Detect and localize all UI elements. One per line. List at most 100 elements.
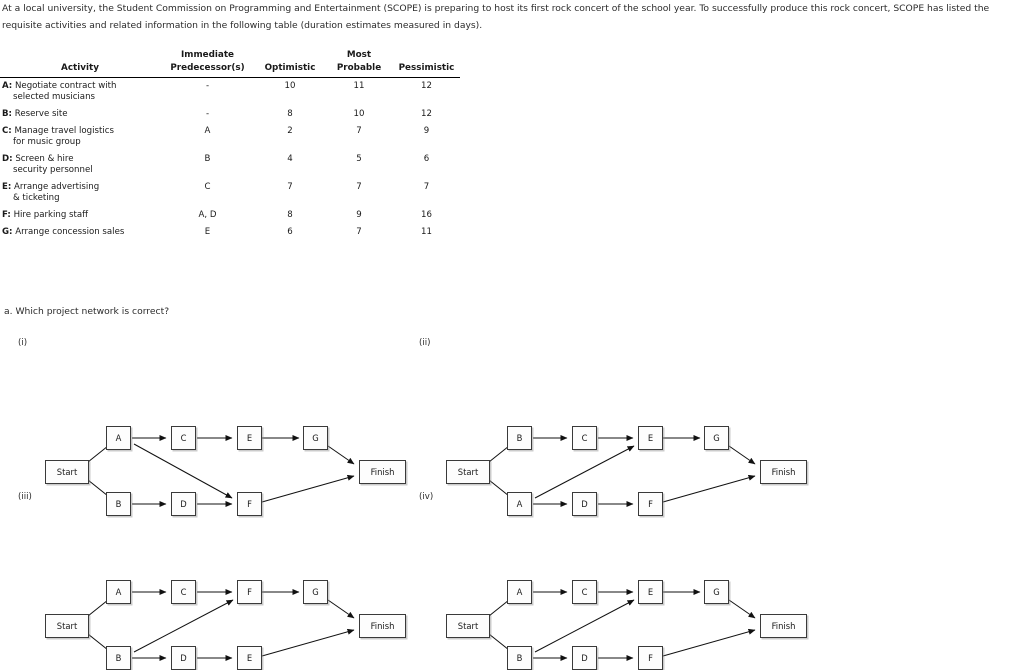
table-row: F: Hire parking staff A, D 8 9 16 <box>0 207 460 224</box>
option-iii-node-finish[interactable]: Finish <box>359 614 406 638</box>
option-i-node-c[interactable]: C <box>171 426 196 450</box>
activity-name-line2: for music group <box>13 137 81 147</box>
activity-code: D: <box>2 154 13 164</box>
option-iv-node-c[interactable]: C <box>572 580 597 604</box>
option-i-node-g[interactable]: G <box>303 426 328 450</box>
option-iii-node-b[interactable]: B <box>106 646 131 670</box>
option-iii-panel[interactable]: (iii) Start A C F G B D E Finish <box>14 492 434 670</box>
option-iv-node-g[interactable]: G <box>704 580 729 604</box>
option-iii-node-g[interactable]: G <box>303 580 328 604</box>
cell-predecessors: - <box>205 81 210 91</box>
cell-activity: A: Negotiate contract with selected musi… <box>0 78 160 107</box>
header-optimistic-top <box>255 50 325 63</box>
option-i-label: (i) <box>18 338 28 348</box>
option-iv-node-b[interactable]: B <box>507 646 532 670</box>
table-row: B: Reserve site - 8 10 12 <box>0 106 460 123</box>
option-iv-panel[interactable]: (iv) Start A C E G B D F Finish <box>415 492 835 670</box>
activity-code: G: <box>2 227 13 237</box>
option-ii-node-d[interactable]: D <box>572 492 597 516</box>
option-i-node-b[interactable]: B <box>106 492 131 516</box>
option-iii-diagram: Start A C F G B D E Finish <box>14 538 434 670</box>
option-ii-node-b[interactable]: B <box>507 426 532 450</box>
activity-code: B: <box>2 109 12 119</box>
cell-predecessors: E <box>204 227 211 237</box>
option-ii-node-c[interactable]: C <box>572 426 597 450</box>
option-iv-label: (iv) <box>419 492 434 502</box>
option-i-node-d[interactable]: D <box>171 492 196 516</box>
cell-probable: 7 <box>356 227 362 237</box>
option-iii-label: (iii) <box>18 492 32 502</box>
activity-code: F: <box>2 210 11 220</box>
option-i-edges <box>87 435 355 507</box>
option-iv-node-start[interactable]: Start <box>446 614 490 638</box>
cell-predecessors: C <box>204 182 211 192</box>
cell-pessimistic: 11 <box>421 227 432 237</box>
table-row: C: Manage travel logistics for music gro… <box>0 123 460 151</box>
cell-pessimistic: 12 <box>421 81 432 91</box>
option-iv-diagram: Start A C E G B D F Finish <box>415 538 835 670</box>
option-iv-node-f[interactable]: F <box>638 646 663 670</box>
option-i-node-a[interactable]: A <box>106 426 131 450</box>
cell-activity: B: Reserve site <box>0 106 160 123</box>
option-iv-node-a[interactable]: A <box>507 580 532 604</box>
option-i-panel[interactable]: (i) Start A C E G B D F Finish <box>14 338 434 516</box>
option-iii-node-f[interactable]: F <box>237 580 262 604</box>
option-i-node-start[interactable]: Start <box>45 460 89 484</box>
activity-name-line2: selected musicians <box>13 92 95 102</box>
activity-table-container: Immediate Most Activity Predecessor(s) O… <box>0 50 460 241</box>
option-ii-node-finish[interactable]: Finish <box>760 460 807 484</box>
activity-code: A: <box>2 81 13 91</box>
header-pessimistic-top <box>393 50 460 63</box>
option-iii-node-c[interactable]: C <box>171 580 196 604</box>
option-i-node-f[interactable]: F <box>237 492 262 516</box>
option-ii-node-f[interactable]: F <box>638 492 663 516</box>
activity-name-line2: security personnel <box>13 165 93 175</box>
option-iii-node-e[interactable]: E <box>237 646 262 670</box>
cell-optimistic: 10 <box>284 81 296 91</box>
option-iv-node-d[interactable]: D <box>572 646 597 670</box>
activity-name: Negotiate contract with <box>14 81 117 91</box>
option-ii-panel[interactable]: (ii) Start B C E G A D F Finish <box>415 338 835 516</box>
activity-name: Hire parking staff <box>13 210 89 220</box>
cell-predecessors: A, D <box>198 210 217 220</box>
cell-predecessors: A <box>204 126 211 136</box>
option-iii-node-a[interactable]: A <box>106 580 131 604</box>
table-row: D: Screen & hire security personnel B 4 … <box>0 151 460 179</box>
header-probable: Probable <box>325 63 393 78</box>
option-ii-node-a[interactable]: A <box>507 492 532 516</box>
table-head: Immediate Most Activity Predecessor(s) O… <box>0 50 460 78</box>
cell-activity: C: Manage travel logistics for music gro… <box>0 123 160 151</box>
option-iv-node-e[interactable]: E <box>638 580 663 604</box>
option-i-diagram: Start A C E G B D F Finish <box>14 384 434 516</box>
cell-pessimistic: 9 <box>423 126 430 136</box>
option-ii-node-g[interactable]: G <box>704 426 729 450</box>
cell-optimistic: 2 <box>287 126 293 136</box>
header-immediate: Immediate <box>181 50 234 60</box>
option-ii-node-e[interactable]: E <box>638 426 663 450</box>
cell-probable: 5 <box>356 154 362 164</box>
option-i-node-e[interactable]: E <box>237 426 262 450</box>
cell-probable: 10 <box>353 109 365 119</box>
activity-table: Immediate Most Activity Predecessor(s) O… <box>0 50 460 241</box>
option-ii-node-start[interactable]: Start <box>446 460 490 484</box>
option-iii-node-d[interactable]: D <box>171 646 196 670</box>
cell-predecessors: - <box>205 109 210 119</box>
option-ii-label: (ii) <box>419 338 431 348</box>
option-ii-diagram: Start B C E G A D F Finish <box>415 384 835 516</box>
cell-probable: 7 <box>356 182 362 192</box>
option-iv-node-finish[interactable]: Finish <box>760 614 807 638</box>
cell-optimistic: 6 <box>287 227 293 237</box>
activity-name-line2: & ticketing <box>13 193 60 203</box>
option-i-node-finish[interactable]: Finish <box>359 460 406 484</box>
activity-name: Reserve site <box>14 109 68 119</box>
cell-pessimistic: 7 <box>423 182 430 192</box>
header-pessimistic: Pessimistic <box>393 63 460 78</box>
table-row: E: Arrange advertising & ticketing C 7 7… <box>0 179 460 207</box>
table-row: G: Arrange concession sales E 6 7 11 <box>0 224 460 241</box>
cell-probable: 7 <box>356 126 362 136</box>
table-row: A: Negotiate contract with selected musi… <box>0 78 460 107</box>
cell-activity: F: Hire parking staff <box>0 207 160 224</box>
activity-name: Arrange advertising <box>14 182 100 192</box>
header-most: Most <box>346 50 372 60</box>
option-iii-node-start[interactable]: Start <box>45 614 89 638</box>
